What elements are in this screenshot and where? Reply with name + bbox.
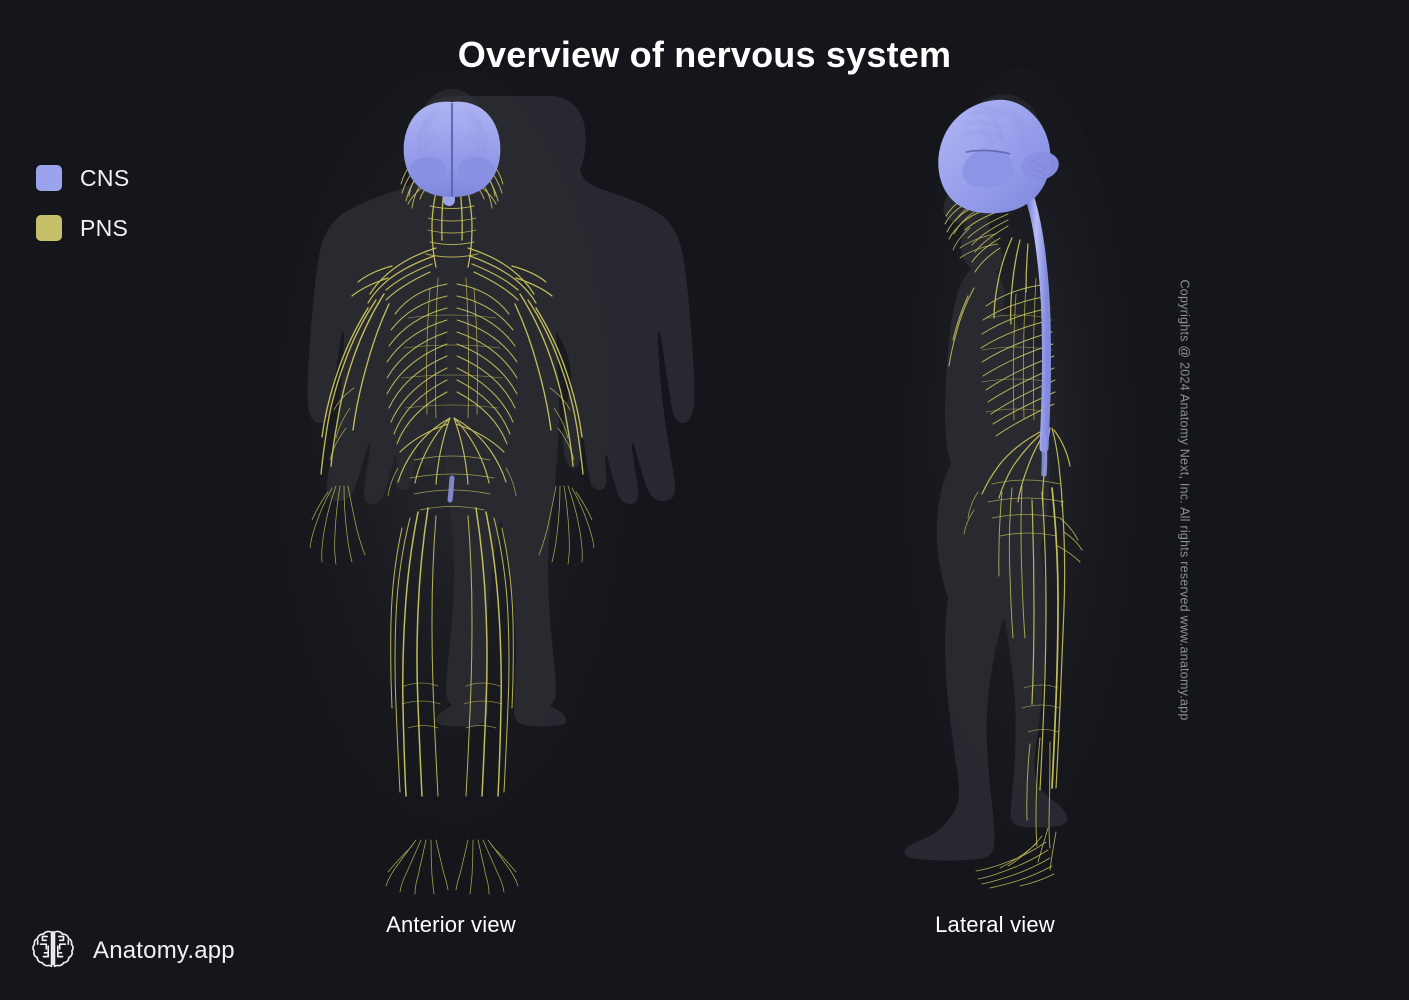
spinal-cord: [1023, 187, 1051, 453]
brand[interactable]: Anatomy.app: [30, 925, 235, 976]
brain: [938, 99, 1059, 214]
brain: [403, 101, 501, 197]
brain-icon: [30, 925, 76, 976]
central-nervous-system-lateral: [938, 99, 1059, 477]
brand-name: Anatomy.app: [93, 936, 235, 964]
legend: CNS PNS: [36, 158, 129, 258]
legend-swatch-cns: [36, 165, 62, 191]
legend-item-pns: PNS: [36, 208, 129, 248]
legend-item-cns: CNS: [36, 158, 129, 198]
page-title: Overview of nervous system: [457, 34, 952, 75]
view-label-lateral: Lateral view: [935, 912, 1055, 937]
legend-swatch-pns: [36, 215, 62, 241]
view-label-anterior: Anterior view: [386, 912, 516, 937]
copyright-notice: Copyrights @ 2024 Anatomy Next, Inc. All…: [1177, 279, 1192, 721]
legend-label-cns: CNS: [80, 164, 130, 191]
central-nervous-system-anterior: [403, 101, 501, 503]
legend-label-pns: PNS: [80, 214, 129, 241]
figure-lateral-view: [900, 68, 1140, 908]
figure-anterior-view: [258, 68, 695, 908]
